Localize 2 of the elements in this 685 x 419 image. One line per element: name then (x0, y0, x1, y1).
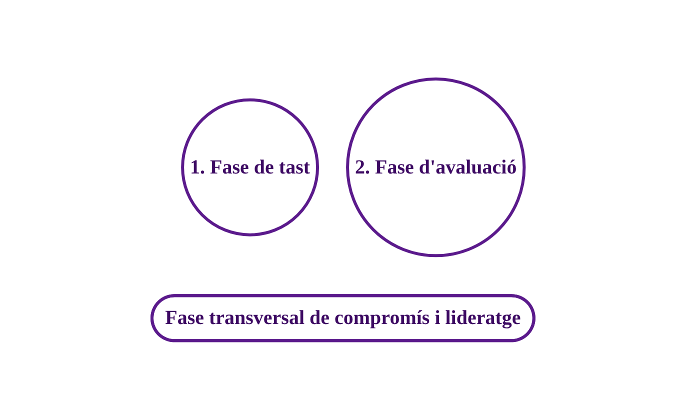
node-circle: 1. Fase de tast (180, 98, 319, 236)
node-circle: 2. Fase d'avaluació (346, 77, 526, 257)
